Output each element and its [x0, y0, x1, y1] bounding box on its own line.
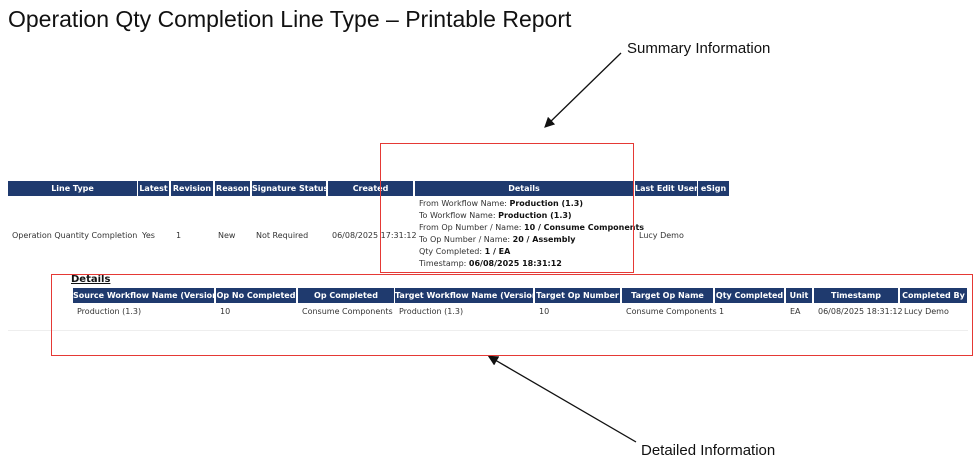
details-header-cell: Op Completed — [298, 288, 394, 303]
details-cell: Production (1.3) — [77, 307, 142, 316]
detail-value: 1 / EA — [484, 247, 511, 256]
details-header-cell: Qty Completed — [715, 288, 784, 303]
details-cell: 1 — [719, 307, 725, 316]
detail-value: 10 / Consume Components — [524, 223, 645, 232]
summary-header-cell: Latest — [138, 181, 169, 196]
summary-highlight-box — [380, 143, 634, 273]
detail-line: Qty Completed: 1 / EA — [419, 247, 510, 256]
detail-label: Qty Completed: — [419, 247, 485, 256]
page-title: Operation Qty Completion Line Type – Pri… — [8, 6, 572, 32]
details-cell: Consume Components — [626, 307, 717, 316]
cell-last-edit-user: Lucy Demo — [639, 231, 684, 240]
cell-reason: New — [218, 231, 236, 240]
details-header-cell: Op No Completed — [216, 288, 296, 303]
summary-header-cell: Line Type — [8, 181, 137, 196]
summary-arrow — [544, 52, 622, 128]
cell-latest: Yes — [142, 231, 155, 240]
cell-revision: 1 — [176, 231, 182, 240]
summary-header-cell: Reason — [215, 181, 250, 196]
detail-line: From Op Number / Name: 10 / Consume Comp… — [419, 223, 644, 232]
details-heading: Details — [71, 274, 111, 285]
summary-header-cell: Created — [328, 181, 413, 196]
details-header-cell: Completed By — [900, 288, 967, 303]
summary-header-cell: Details — [415, 181, 633, 196]
cell-line-type: Operation Quantity Completion — [12, 231, 138, 240]
detail-line: To Op Number / Name: 20 / Assembly — [419, 235, 575, 244]
detail-label: To Workflow Name: — [419, 211, 499, 220]
detail-label: To Op Number / Name: — [419, 235, 513, 244]
details-header-cell: Timestamp — [814, 288, 898, 303]
summary-header-cell: Revision — [171, 181, 213, 196]
detail-label: From Op Number / Name: — [419, 223, 525, 232]
details-cell: EA — [790, 307, 801, 316]
details-cell: Production (1.3) — [399, 307, 464, 316]
summary-annotation: Summary Information — [627, 40, 771, 57]
details-header-cell: Target Workflow Name (Version) — [395, 288, 533, 303]
summary-header-cell: Last Edit User — [635, 181, 697, 196]
details-cell: 10 — [220, 307, 231, 316]
details-cell: Consume Components — [302, 307, 393, 316]
details-cell: 06/08/2025 18:31:12 — [818, 307, 903, 316]
details-header-cell: Target Op Number — [535, 288, 620, 303]
details-header-cell: Unit — [786, 288, 812, 303]
detail-line: From Workflow Name: Production (1.3) — [419, 199, 583, 208]
detail-value: 06/08/2025 18:31:12 — [468, 259, 562, 268]
detail-label: Timestamp: — [419, 259, 469, 268]
cell-signature-status: Not Required — [256, 231, 309, 240]
cell-created: 06/08/2025 17:31:12 — [332, 231, 417, 240]
summary-header-cell: Signature Status — [252, 181, 326, 196]
detail-value: Production (1.3) — [498, 211, 572, 220]
details-cell: 10 — [539, 307, 550, 316]
detail-value: 20 / Assembly — [512, 235, 576, 244]
detailed-arrow — [487, 355, 637, 443]
summary-header-cell: eSign — [698, 181, 729, 196]
divider — [8, 330, 968, 331]
detail-line: Timestamp: 06/08/2025 18:31:12 — [419, 259, 562, 268]
details-header-cell: Source Workflow Name (Version) — [73, 288, 214, 303]
detail-value: Production (1.3) — [509, 199, 583, 208]
detail-line: To Workflow Name: Production (1.3) — [419, 211, 572, 220]
details-header-cell: Target Op Name — [622, 288, 713, 303]
details-highlight-box — [51, 274, 973, 356]
detail-label: From Workflow Name: — [419, 199, 510, 208]
details-cell: Lucy Demo — [904, 307, 949, 316]
detailed-annotation: Detailed Information — [641, 442, 776, 459]
